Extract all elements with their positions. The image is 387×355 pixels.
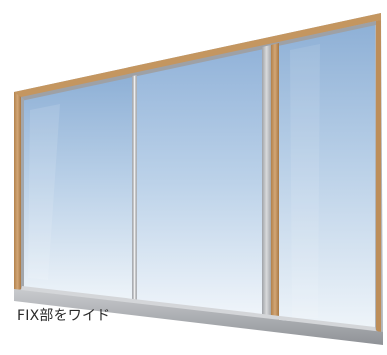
wood-frame-top (14, 13, 381, 99)
bottom-sill (14, 289, 383, 345)
wood-frame-right (376, 20, 381, 334)
sash-top-edge (21, 21, 376, 101)
bottom-sill-top (21, 286, 376, 331)
mullion-wood (271, 43, 279, 320)
glass-middle-panel (136, 48, 262, 317)
caption-text: FIX部をワイド (17, 308, 111, 324)
glass-highlight (28, 104, 60, 280)
sash-left-edge (21, 97, 24, 289)
mullion-silver (262, 45, 271, 318)
wood-frame-left (14, 92, 21, 292)
glass-highlight (290, 44, 320, 318)
glass-left-panel (22, 76, 134, 301)
glass-fix-panel (279, 24, 375, 328)
